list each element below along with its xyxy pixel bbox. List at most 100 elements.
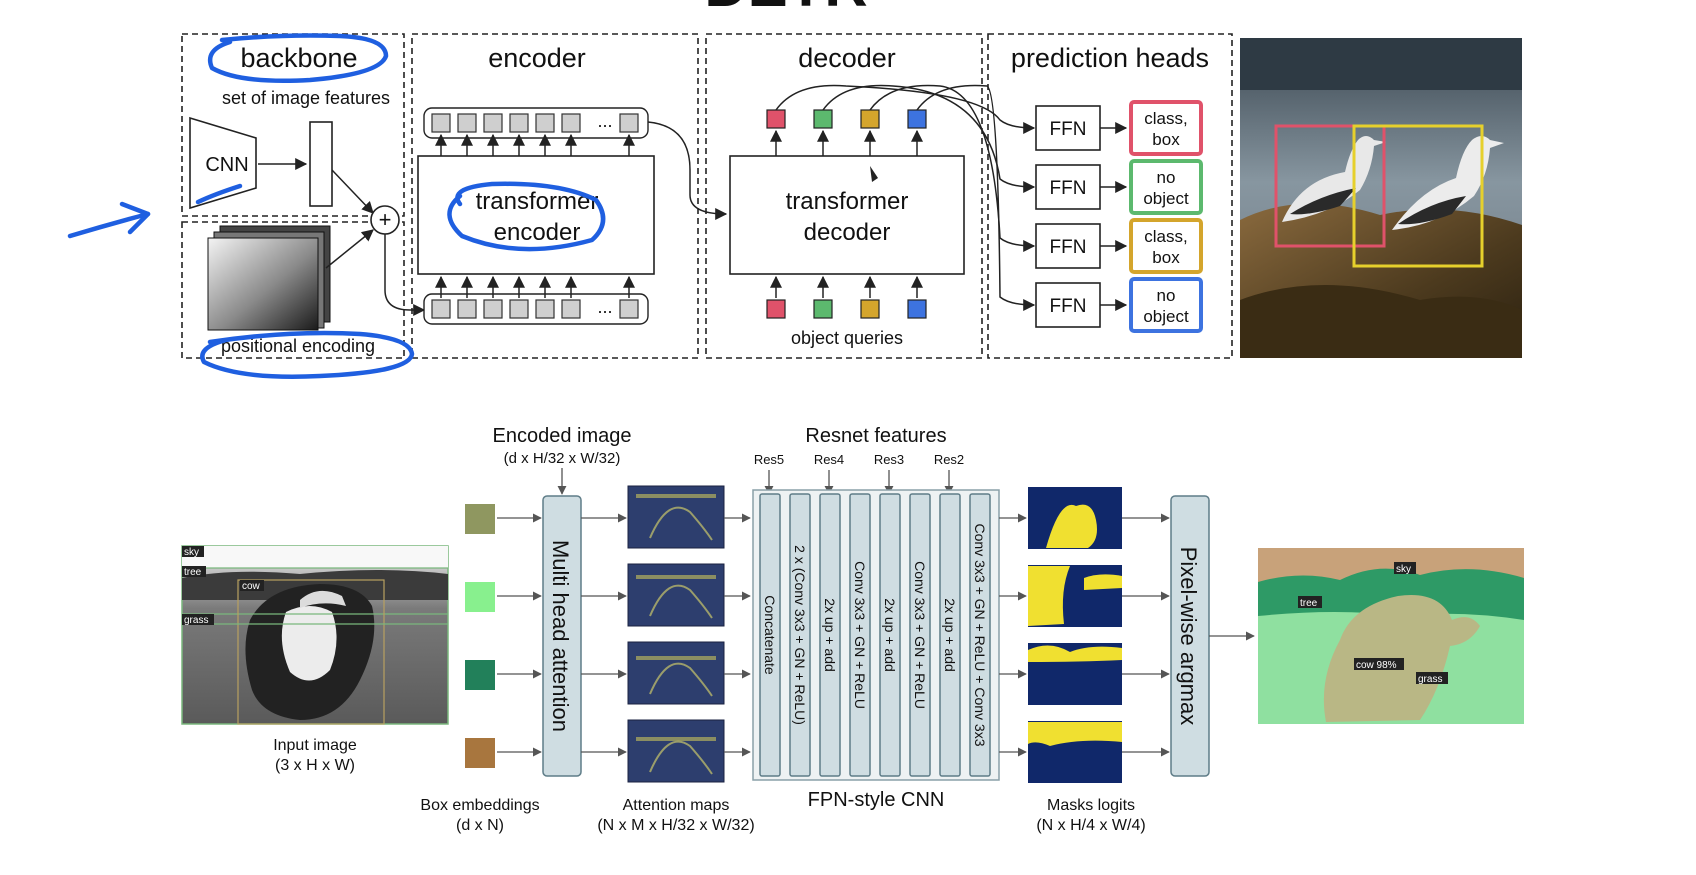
prediction-output-line1: no: [1157, 168, 1176, 187]
input-image-dims: (3 x H x W): [275, 757, 355, 774]
decoder-output-square: [907, 109, 927, 129]
decoder-output-square: [813, 109, 833, 129]
object-queries-label: object queries: [791, 328, 903, 348]
attention-maps-title: Attention maps: [623, 797, 730, 814]
attention-highlight: [649, 662, 713, 697]
svg-text:sky: sky: [1396, 564, 1411, 575]
mask-shape-tree: [1028, 566, 1070, 626]
attention-map: [627, 641, 725, 705]
prediction-output-box: [1129, 277, 1203, 333]
prediction-heads-region: [987, 33, 1233, 359]
decoder-block-label-2: decoder: [804, 219, 891, 246]
fpn-operation-bar: [969, 493, 991, 777]
resnet-features-title: Resnet features: [805, 425, 946, 447]
red-detection-box: [1274, 124, 1386, 248]
masks-dims: (N x H/4 x W/4): [1036, 817, 1145, 834]
encoder-input-token: [483, 299, 503, 319]
svg-text:cow 98%: cow 98%: [1356, 660, 1397, 671]
prediction-output-line1: class,: [1144, 227, 1187, 246]
attention-stripe: [636, 494, 716, 498]
attention-highlight: [649, 584, 713, 619]
ellipsis-bottom: ...: [597, 297, 612, 317]
fpn-operation-bar: [939, 493, 961, 777]
fpn-operation-label: Conv 3x3 + GN + ReLU: [852, 561, 868, 709]
decoder-title: decoder: [798, 43, 896, 73]
positional-encoding-label: positional encoding: [221, 336, 375, 356]
decoder-to-ffn-arrows: [775, 84, 1036, 311]
prediction-output-line1: no: [1157, 286, 1176, 305]
encoder-output-token: [483, 113, 503, 133]
seagull-photo: [1240, 38, 1522, 358]
positional-encoding-stack: [207, 225, 331, 331]
box-embeddings: [465, 504, 542, 768]
output-segmentation-image: [1258, 548, 1524, 724]
pixel-wise-argmax-label: Pixel-wise argmax: [1176, 547, 1201, 726]
transformer-decoder-block: [729, 155, 965, 275]
input-cow-image: [181, 545, 449, 725]
encoder-block-label-2: encoder: [494, 219, 581, 246]
mask-logits: [999, 487, 1170, 783]
decoder-output-square: [860, 109, 880, 129]
attention-highlight: [649, 506, 713, 541]
encoder-input-token: [509, 299, 529, 319]
encoder-output-token: [619, 113, 639, 133]
encoder-output-token-row: [431, 113, 639, 133]
fpn-operation-label: 2 x (Conv 3x3 + GN + ReLU): [792, 545, 808, 725]
fpn-operation-bar: [849, 493, 871, 777]
box-embedding-square: [465, 660, 495, 690]
decoder-to-ffn-curve: [822, 84, 1036, 193]
fpn-operation-bar: [879, 493, 901, 777]
ffn-label: FFN: [1050, 296, 1087, 317]
svg-text:sky: sky: [184, 547, 199, 558]
object-query-square: [907, 299, 927, 319]
cnn-label: CNN: [205, 154, 248, 176]
fpn-operation-label: 2x up + add: [942, 598, 958, 672]
input-image-labels: sky tree cow grass: [182, 546, 264, 626]
decoder-block-label-1: transformer: [786, 188, 909, 215]
object-query-square: [813, 299, 833, 319]
encoder-token-arrows: [435, 133, 635, 298]
backbone-subtitle: set of image features: [222, 88, 390, 108]
fpn-title: FPN-style CNN: [808, 789, 945, 811]
page-title: DETR: [704, 0, 867, 19]
box-embeddings-dims: (d x N): [456, 817, 504, 834]
prediction-heads-title: prediction heads: [1011, 43, 1209, 73]
encoder-output-token: [431, 113, 451, 133]
attention-maps-dims: (N x M x H/32 x W/32): [597, 817, 754, 834]
attention-stripe: [636, 656, 716, 660]
mask-shape-sky: [1028, 722, 1122, 746]
prediction-output-line2: object: [1143, 307, 1189, 326]
fpn-operation-bar: [789, 493, 811, 777]
encoder-output-token: [561, 113, 581, 133]
resnet-level-label: Res4: [814, 452, 844, 467]
prediction-output-line1: class,: [1144, 109, 1187, 128]
decoder-output-square: [766, 109, 786, 129]
encoder-input-token: [561, 299, 581, 319]
prediction-output-box: [1129, 159, 1203, 215]
fpn-operation-bar: [819, 493, 841, 777]
attention-map: [627, 563, 725, 627]
multi-head-attention-label: Multi head attention: [548, 540, 573, 732]
svg-text:grass: grass: [184, 615, 208, 626]
prediction-output-box: [1129, 100, 1203, 156]
box-embedding-square: [465, 738, 495, 768]
prediction-output-line2: box: [1152, 130, 1180, 149]
fpn-operation-label: 2x up + add: [822, 598, 838, 672]
encoder-title: encoder: [488, 43, 586, 73]
encoded-image-title: Encoded image: [493, 425, 632, 447]
positional-region: [181, 221, 405, 359]
mask-shape-cow: [1046, 504, 1097, 548]
box-embedding-square: [465, 504, 495, 534]
encoder-input-token: [457, 299, 477, 319]
ffn-label: FFN: [1050, 119, 1087, 140]
resnet-level-label: Res2: [934, 452, 964, 467]
backbone-title: backbone: [240, 43, 357, 73]
fpn-operation-label: Conv 3x3 + GN + ReLU + Conv 3x3: [972, 524, 988, 747]
plus-icon: +: [379, 207, 392, 232]
attention-map: [627, 719, 725, 783]
prediction-output-box: [1129, 218, 1203, 274]
box-embedding-square: [465, 582, 495, 612]
resnet-level-label: Res3: [874, 452, 904, 467]
